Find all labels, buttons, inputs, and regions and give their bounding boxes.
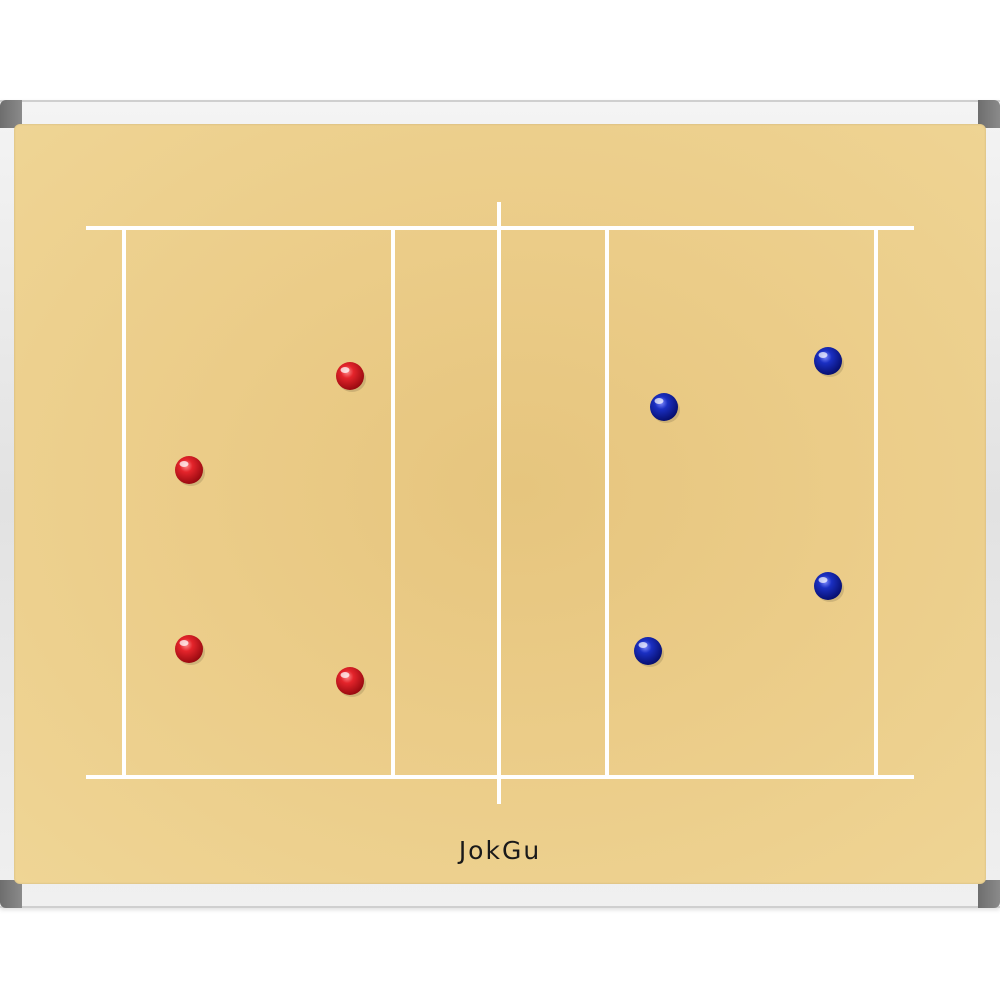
corner-cap-top-right — [978, 100, 1000, 128]
frame-bottom-edge — [0, 906, 1000, 908]
brand-logo-text: JokGu — [458, 836, 542, 865]
right-end-line — [874, 230, 878, 775]
frame-top-edge — [0, 100, 1000, 102]
blue-magnet[interactable] — [650, 393, 680, 423]
left-attack-line — [391, 230, 395, 775]
red-magnet[interactable] — [175, 456, 205, 486]
red-magnet[interactable] — [175, 635, 205, 665]
blue-team-magnets — [634, 347, 844, 667]
court-lines — [86, 202, 914, 804]
corner-cap-bottom-left — [0, 880, 22, 908]
red-magnet[interactable] — [336, 667, 366, 697]
blue-magnet[interactable] — [814, 347, 844, 377]
blue-magnet[interactable] — [814, 572, 844, 602]
corner-cap-bottom-right — [978, 880, 1000, 908]
right-attack-line — [605, 230, 609, 775]
left-end-line — [122, 230, 126, 775]
red-team-magnets — [175, 362, 366, 697]
red-magnet[interactable] — [336, 362, 366, 392]
corner-cap-top-left — [0, 100, 22, 128]
blue-magnet[interactable] — [634, 637, 664, 667]
center-net-line — [497, 202, 501, 804]
